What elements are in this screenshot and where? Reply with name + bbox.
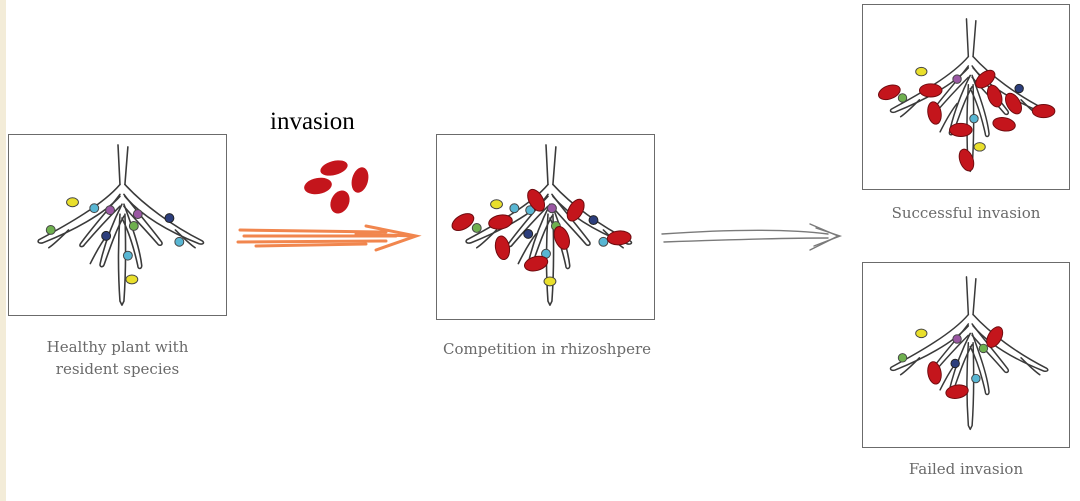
root-icon (863, 5, 1069, 189)
bacterium-icon (349, 165, 371, 194)
healthy-plant-panel (8, 134, 227, 316)
successful-invasion-panel (862, 4, 1070, 190)
invasion-label: invasion (270, 108, 355, 136)
failed-invasion-caption: Failed invasion (852, 458, 1080, 480)
competition-panel (436, 134, 655, 320)
bacterium-icon (319, 158, 350, 179)
root-icon (437, 135, 654, 319)
competition-caption: Competition in rhizoshpere (412, 338, 682, 360)
failed-invasion-panel (862, 262, 1070, 448)
bacterium-icon (303, 176, 333, 197)
healthy-plant-caption: Healthy plant with resident species (8, 336, 227, 380)
bacterium-icon (327, 187, 353, 216)
arrow-icon (660, 220, 850, 256)
successful-invasion-caption: Successful invasion (852, 202, 1080, 224)
invader-cluster (296, 156, 376, 218)
arrow-icon (236, 216, 426, 256)
root-icon (863, 263, 1069, 447)
root-icon (9, 135, 226, 315)
page-edge (0, 0, 6, 501)
caption-line-2: resident species (8, 358, 227, 380)
caption-line-1: Healthy plant with (8, 336, 227, 358)
